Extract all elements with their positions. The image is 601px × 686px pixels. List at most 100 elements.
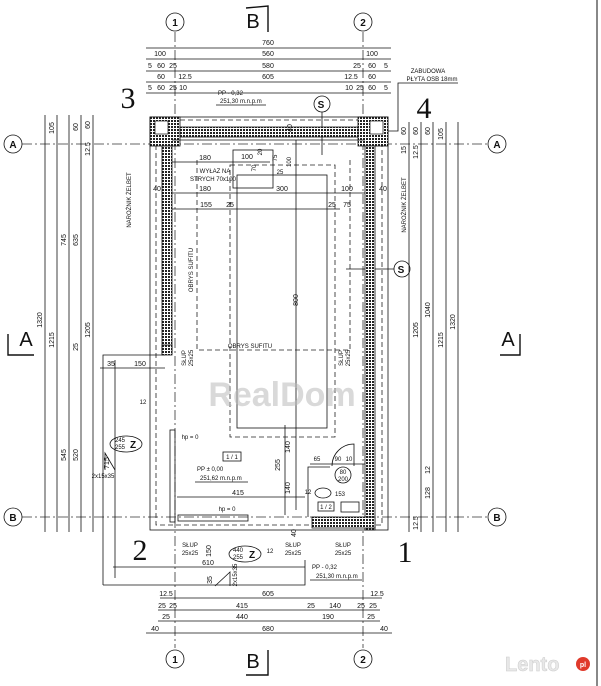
dimension-label: 12.5 — [159, 591, 173, 598]
dimension-label: 715 — [104, 457, 111, 469]
dimension-label: 10 — [345, 85, 353, 92]
corner-number-2: 2 — [133, 534, 148, 567]
dimension-label: 25 — [367, 614, 375, 621]
dimension-label: pl — [580, 662, 586, 669]
dimension-label: 25x25 — [335, 551, 352, 557]
dimension-label: Z — [249, 550, 255, 561]
dimension-label: hp = 0 — [219, 507, 237, 513]
dimension-label: S — [398, 265, 405, 276]
realdom-watermark: RealDom — [208, 376, 355, 414]
dimension-label: 5 — [148, 85, 152, 92]
dimension-label: 25 — [328, 202, 336, 209]
dimension-label: 60 — [368, 74, 376, 81]
dimension-label: 60 — [368, 85, 376, 92]
dimension-label: 580 — [262, 63, 274, 70]
dimension-label: NAROŻNIK ŻELBET — [401, 177, 408, 233]
column-label-2: SŁUP 25x25 — [285, 543, 302, 557]
dimension-label: S — [318, 100, 325, 111]
dimension-label: 1040 — [425, 302, 432, 318]
dimension-label: SŁUP — [335, 543, 351, 549]
dimension-label: 40 — [380, 626, 388, 633]
dimension-label: 440 — [236, 614, 248, 621]
room-tag-1-2: 1 / 2 — [317, 501, 335, 512]
dimension-label: 5 — [384, 63, 388, 70]
dimension-label: 2 — [360, 18, 366, 29]
dimension-label: 60 — [157, 63, 165, 70]
axis-marker-A-left: A — [3, 134, 23, 154]
dimension-label: 150 — [134, 361, 146, 368]
dimension-label: 75 — [343, 202, 351, 209]
dimension-label: 12.5 — [85, 142, 92, 156]
dimension-label: 251,62 m.n.p.m — [200, 476, 242, 482]
dimension-label: 80 — [340, 470, 347, 476]
corner-number-1: 1 — [398, 536, 413, 569]
dimension-label: 1205 — [85, 322, 92, 338]
dimension-label: STRYCH 70x100 — [190, 177, 237, 183]
dimension-label: 35 — [207, 576, 214, 584]
axis-marker-2-top: 2 — [353, 12, 373, 32]
dimension-label: PP - 0,32 — [218, 91, 244, 97]
dimension-label: 25x25 — [285, 551, 302, 557]
dimension-label: B — [9, 513, 16, 524]
dimension-label: 25 — [169, 603, 177, 610]
dimension-label: 1 / 1 — [226, 455, 238, 461]
axis-marker-B-left: B — [3, 507, 23, 527]
dimension-label: 12.5 — [413, 145, 420, 159]
dimension-label: 610 — [202, 560, 214, 567]
dimension-label: 12 — [267, 549, 274, 555]
dimension-label: 140 — [329, 603, 341, 610]
dimension-label: 255 — [275, 459, 282, 471]
dimension-label: 20 — [258, 148, 264, 155]
dimension-label: 12.5 — [344, 74, 358, 81]
dimension-label: 10 — [346, 457, 353, 463]
right-dimensions: 15 60 60 60 12.5 105 1205 1040 1215 1320… — [401, 122, 459, 532]
dimension-label: SŁUP — [339, 350, 345, 366]
dimension-label: 60 — [157, 74, 165, 81]
dimension-label: 40 — [153, 186, 161, 193]
dimension-label: 190 — [322, 614, 334, 621]
dimension-label: 2 — [360, 655, 366, 666]
dimension-label: 5 — [148, 63, 152, 70]
dimension-label: OBRYS SUFITU — [189, 248, 195, 292]
dimension-label: 153 — [335, 492, 346, 498]
dimension-label: 25x25 — [346, 349, 352, 366]
dimension-label: 100 — [154, 51, 166, 58]
dimension-label: 300 — [276, 186, 288, 193]
dimension-label: 1 — [172, 655, 178, 666]
dimension-label: 25 — [73, 343, 80, 351]
dimension-label: 60 — [368, 63, 376, 70]
dimension-label: PŁYTA OSB 18mm — [407, 77, 458, 83]
dimension-label: 128 — [425, 487, 432, 499]
dimension-label: 25x25 — [189, 349, 195, 366]
dimension-label: A — [501, 329, 515, 351]
dimension-label: 12 — [425, 466, 432, 474]
dimension-label: 12.5 — [178, 74, 192, 81]
dimension-label: Z — [130, 440, 136, 451]
dimension-label: A — [19, 329, 33, 351]
dimension-label: SŁUP — [285, 543, 301, 549]
dimension-label: 25 — [169, 63, 177, 70]
dimension-label: 140 — [285, 482, 292, 494]
dimension-label: 60 — [157, 85, 165, 92]
dimension-label: 40 — [287, 124, 294, 132]
dimension-label: 100 — [241, 154, 253, 161]
dimension-label: 415 — [232, 490, 244, 497]
dimension-label: 70 — [252, 164, 258, 171]
dimension-label: WYŁAZ NA — [200, 169, 231, 175]
main-room: 35 150 SŁUP 25x25 SŁUP 25x25 12 hp = 0 2… — [92, 349, 352, 585]
dimension-label: ZABUDOWA — [411, 69, 445, 75]
dimension-label: 545 — [61, 449, 68, 461]
dimension-label: 180 — [199, 155, 211, 162]
dimension-label: 12.5 — [413, 516, 420, 530]
dimension-label: Lento — [505, 654, 559, 676]
dimension-label: 2x15x35 — [92, 474, 115, 480]
ceiling-outline: OBRYS SUFITU OBRYS SUFITU — [189, 140, 351, 510]
dimension-label: 140 — [285, 441, 292, 453]
axis-marker-1-bottom: 1 — [165, 649, 185, 669]
